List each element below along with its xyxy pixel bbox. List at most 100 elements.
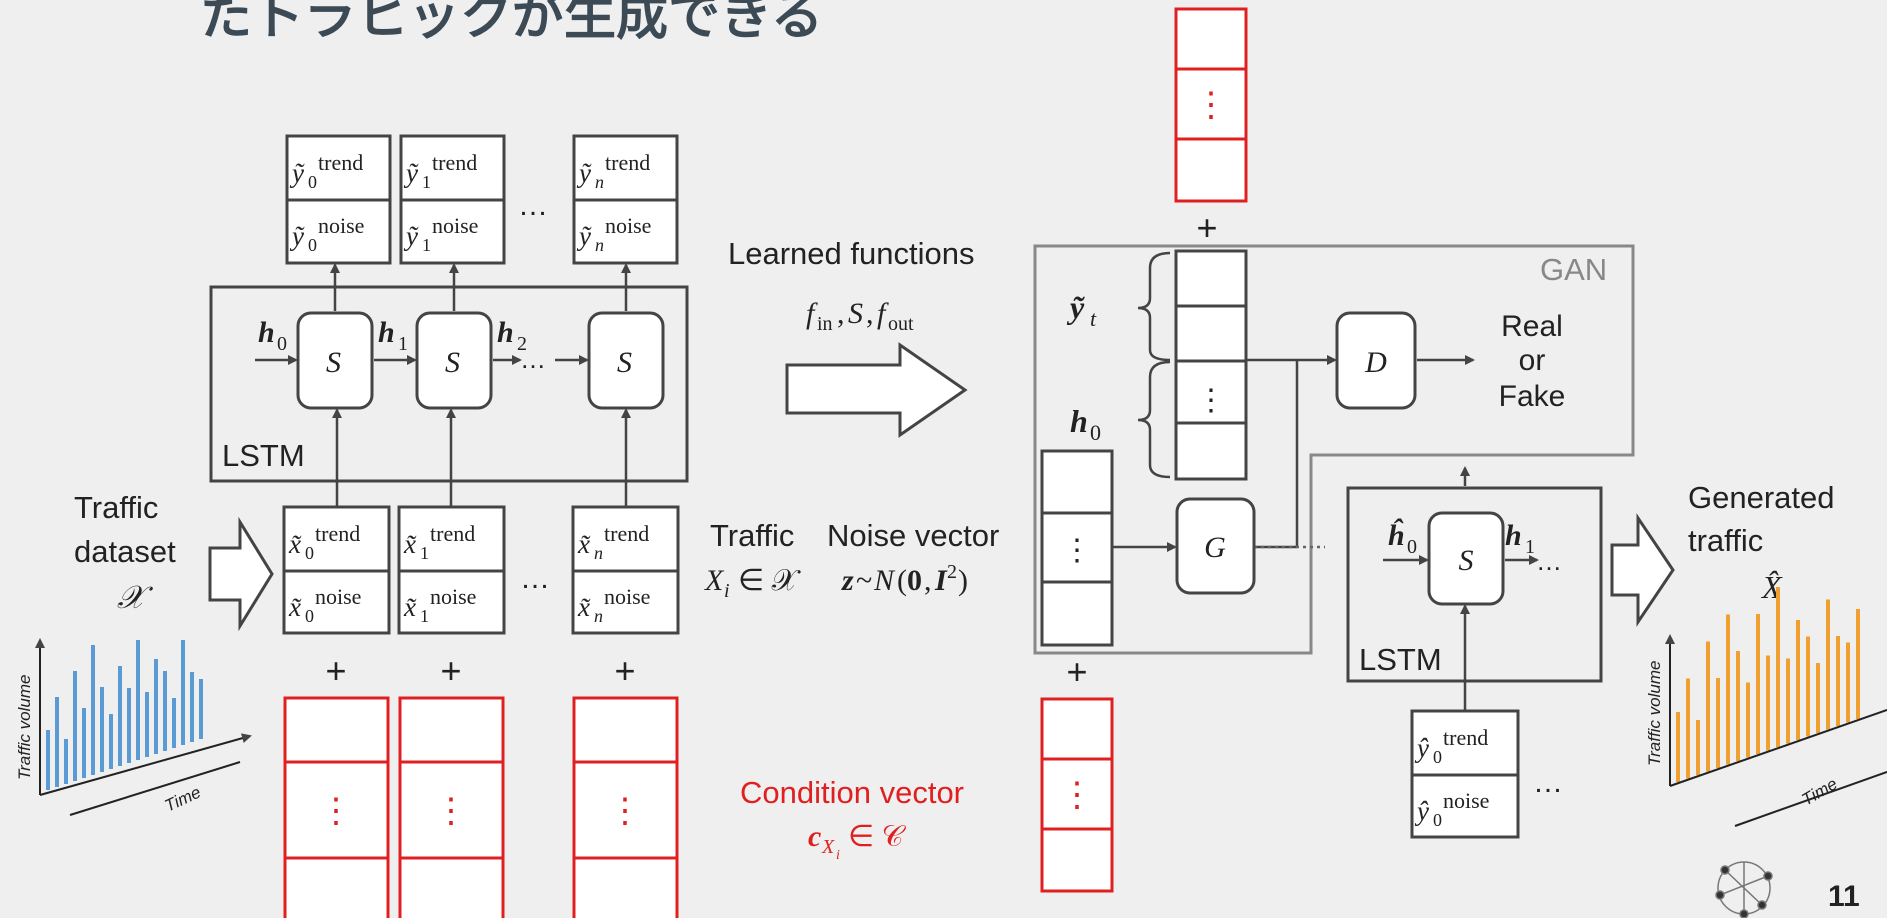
page-title: たトラヒックが生成できる xyxy=(200,0,823,46)
svg-text:h: h xyxy=(378,316,395,349)
time-axis-label: Time xyxy=(162,782,204,815)
svg-text:X: X xyxy=(704,564,725,597)
svg-text:ĥ: ĥ xyxy=(1388,518,1405,552)
svg-text:out: out xyxy=(888,313,914,335)
svg-text:trend: trend xyxy=(604,521,649,546)
svg-text:S: S xyxy=(445,346,460,379)
svg-text:h: h xyxy=(1070,403,1088,439)
lstm-arrows xyxy=(255,263,631,510)
svg-text:t: t xyxy=(1090,306,1097,331)
generated-traffic-plot: Traffic volume Time xyxy=(1645,587,1887,827)
svg-text:Real: Real xyxy=(1501,310,1563,343)
svg-text:ỹ: ỹ xyxy=(403,158,419,188)
svg-text:x̃: x̃ xyxy=(288,529,302,559)
generator-lstm-box xyxy=(1346,486,1603,683)
svg-text:i: i xyxy=(724,580,730,602)
generated-volume-axis-label: Traffic volume xyxy=(1645,661,1664,767)
block-arrow-icon xyxy=(208,516,274,632)
svg-text:,: , xyxy=(924,564,932,597)
generated-traffic-line2: traffic xyxy=(1688,523,1763,558)
lstm-label: LSTM xyxy=(222,438,305,473)
traffic-label: Traffic xyxy=(710,518,794,553)
svg-text:in: in xyxy=(817,313,833,335)
svg-text:h: h xyxy=(497,316,514,349)
svg-text:ỹ: ỹ xyxy=(576,221,592,251)
svg-text:ỹ: ỹ xyxy=(403,221,419,251)
svg-text:I: I xyxy=(934,564,948,597)
svg-text:c: c xyxy=(808,820,821,853)
svg-text:i: i xyxy=(836,848,840,863)
svg-text:N: N xyxy=(873,564,896,597)
svg-text:0: 0 xyxy=(1433,810,1442,830)
traffic-dataset-line1: Traffic xyxy=(74,490,158,525)
block-arrow-icon xyxy=(1610,513,1675,627)
svg-text:1: 1 xyxy=(420,606,429,626)
condition-vector-label: Condition vector xyxy=(740,775,964,810)
svg-text:trend: trend xyxy=(1443,725,1488,750)
gan-frame xyxy=(1033,244,1635,655)
gan-arrows xyxy=(1113,355,1539,711)
gan-label: GAN xyxy=(1540,252,1607,287)
svg-text:x̃: x̃ xyxy=(577,592,591,622)
svg-text:+: + xyxy=(440,650,461,691)
svg-text:⋮: ⋮ xyxy=(1060,776,1094,814)
svg-text:0: 0 xyxy=(277,333,287,355)
generator-label: G xyxy=(1204,531,1226,564)
noise-vdots: ⋮ xyxy=(1062,534,1092,567)
svg-text:1: 1 xyxy=(1525,536,1535,558)
discriminator-label: D xyxy=(1364,346,1387,379)
svg-text:x̃: x̃ xyxy=(403,592,417,622)
svg-text:⋮: ⋮ xyxy=(319,792,353,830)
svg-text:noise: noise xyxy=(430,584,476,609)
svg-text:⋮: ⋮ xyxy=(608,792,642,830)
condition-boxes xyxy=(283,7,1248,918)
svg-text:(: ( xyxy=(897,564,907,597)
svg-text:2: 2 xyxy=(947,561,957,583)
svg-text:x̃: x̃ xyxy=(577,529,591,559)
svg-text:∈ 𝒞: ∈ 𝒞 xyxy=(848,820,907,853)
lstm-ellipsis: … xyxy=(520,344,546,374)
svg-text:⋮: ⋮ xyxy=(1194,86,1228,124)
generator-s-label: S xyxy=(1459,544,1474,577)
svg-text:trend: trend xyxy=(430,521,475,546)
svg-text:,: , xyxy=(866,297,874,330)
svg-text:0: 0 xyxy=(1433,747,1442,767)
svg-text:h: h xyxy=(258,316,275,349)
network-logo-icon xyxy=(1715,861,1773,918)
condition-vdots: ⋮ ⋮ ⋮ ⋮ ⋮ xyxy=(319,86,1228,830)
svg-text:1: 1 xyxy=(420,543,429,563)
page-number: 11 xyxy=(1828,880,1860,913)
svg-text:0: 0 xyxy=(308,172,317,192)
brace-h xyxy=(1137,360,1171,479)
noise-vector-label: Noise vector xyxy=(827,518,999,553)
svg-text:h: h xyxy=(1505,519,1522,552)
svg-text:1: 1 xyxy=(422,172,431,192)
svg-text:ỹ: ỹ xyxy=(576,158,592,188)
svg-text:n: n xyxy=(595,172,604,192)
svg-text:z: z xyxy=(841,564,854,597)
svg-text:S: S xyxy=(617,346,632,379)
input-ellipsis: … xyxy=(520,562,550,595)
svg-text:0: 0 xyxy=(305,606,314,626)
svg-text:~: ~ xyxy=(856,564,872,597)
svg-text:0: 0 xyxy=(308,235,317,255)
svg-text:+: + xyxy=(1066,651,1087,692)
svg-text:+: + xyxy=(614,650,635,691)
svg-text:noise: noise xyxy=(432,213,478,238)
svg-text:+: + xyxy=(1196,207,1217,248)
output-ellipsis: … xyxy=(518,189,548,222)
svg-text:n: n xyxy=(595,235,604,255)
svg-text:trend: trend xyxy=(315,521,360,546)
svg-text:S: S xyxy=(326,346,341,379)
svg-text:S: S xyxy=(848,297,863,330)
svg-text:x̃: x̃ xyxy=(403,529,417,559)
